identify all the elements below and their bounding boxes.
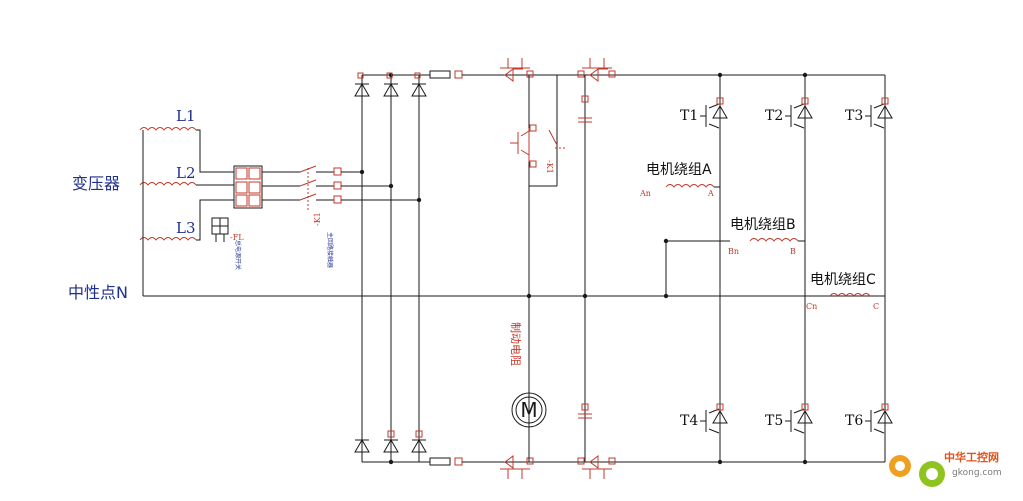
watermark-name: 中华工控网 <box>944 450 999 464</box>
breaker-to-contactor-wires <box>262 165 419 210</box>
rectifier-bridge <box>354 72 430 465</box>
switch-t5-label: T5 <box>765 413 783 429</box>
watermark-url: gkong.com <box>952 468 1002 478</box>
phase-l2-label: L2 <box>176 164 196 182</box>
switch-t2-label: T2 <box>765 108 783 124</box>
phase-feed-wires <box>196 129 234 241</box>
winding-a-out: A <box>707 189 714 198</box>
winding-a-in: An <box>639 189 651 198</box>
winding-b-label: 电机绕组B <box>730 217 796 233</box>
winding-b-out: B <box>790 247 796 256</box>
contactor-note: 主回路接触器 <box>326 232 334 268</box>
winding-c-in: Cn <box>806 302 817 311</box>
brake-resistor-label: 制动电阻 <box>509 322 522 366</box>
switch-t4-label: T4 <box>680 413 698 429</box>
neutral-label: 中性点N <box>68 283 128 302</box>
dc-bus-fuses <box>429 70 500 466</box>
transformer-coils <box>139 127 197 296</box>
gkong-logo <box>889 455 945 487</box>
transformer-label: 变压器 <box>72 174 120 193</box>
switch-t1-label: T1 <box>680 108 698 124</box>
relay-ref-left: -K1 <box>313 212 322 226</box>
fuse-ref-label: -FL <box>230 233 244 242</box>
winding-b-in: Bn <box>728 247 739 256</box>
winding-c-label: 电机绕组C <box>810 272 876 288</box>
main-breaker <box>211 165 263 242</box>
relay-ref-mid: -K1 <box>545 160 554 174</box>
motor-windings <box>665 184 871 297</box>
phase-l1-label: L1 <box>176 107 196 125</box>
winding-c-out: C <box>873 302 879 311</box>
dc-link-capacitors <box>578 75 592 462</box>
phase-l3-label: L3 <box>176 219 196 237</box>
brake-chopper <box>510 75 565 462</box>
switch-t3-label: T3 <box>845 108 863 124</box>
switch-t6-label: T6 <box>845 413 863 429</box>
breaker-note: 总电源开关 <box>234 240 242 270</box>
brake-motor-symbol: M <box>520 398 537 422</box>
winding-a-label: 电机绕组A <box>646 162 712 178</box>
inverter-legs <box>700 72 893 465</box>
